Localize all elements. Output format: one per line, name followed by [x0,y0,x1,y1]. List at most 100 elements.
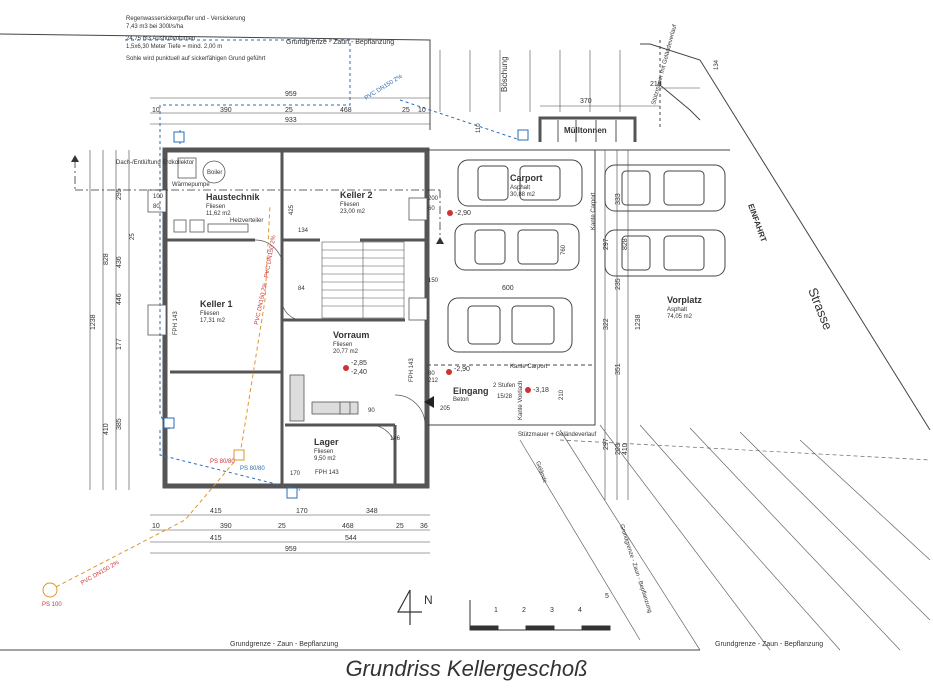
dim-bot-544: 544 [345,535,357,542]
room-vorplatz-area: 74,05 m2 [667,314,693,320]
garden-lines [519,424,931,651]
dim-top-25b: 25 [402,107,410,114]
retaining-wall-mid: Stützmauer + Geländeverlauf [518,432,597,438]
room-haustechnik-floor: Fliesen [206,204,225,210]
kante-vordach: Kante Vordach [518,381,524,420]
dim-left-446: 446 [116,293,123,305]
dim-left-295: 295 [116,188,123,200]
car-5 [604,229,726,277]
dim-top-468: 468 [340,107,352,114]
pipe-label-2: PVC DN150 2% [254,281,269,325]
dim-60: 60 [428,206,435,212]
level-1: -2,90 [455,210,471,217]
equip-boiler: Boiler [207,170,222,176]
room-vorplatz-floor: Asphalt [667,307,687,313]
entrance-arrow [424,396,434,408]
room-eingang-floor: Beton [453,397,469,403]
dim-84: 84 [298,286,305,292]
rainwater-shafts [163,129,529,499]
scale-tick-2: 2 [522,607,526,614]
dim-bot-170: 170 [296,508,308,515]
sewer-pipes [49,204,271,591]
pipe-label-1: PVC DN150 2% [364,73,404,101]
boundary-label-top: Grundgrenze - Zaun - Bepflanzung [286,39,394,46]
boundary-label-bottom-right: Grundgrenze - Zaun - Bepflanzung [715,641,823,648]
dim-110: 110 [476,123,482,133]
car-3 [447,297,573,353]
boundary-right: Grundgrenze - Zaun - Bepflanzung [618,524,652,614]
fph-1: FPH 143 [173,311,179,335]
scale-tick-5: 5 [605,593,609,600]
dim-80: 80 [428,371,435,377]
slope-label: Böschung [500,56,509,92]
equipment-symbols [173,157,249,233]
dim-top-total: 959 [285,91,297,98]
dim-bot-348: 348 [366,508,378,515]
room-carport-name: Carport [510,173,543,183]
dim-146: 146 [390,436,401,442]
windows [147,189,428,336]
level-2: -2,85 [351,360,367,367]
room-carport-floor: Asphalt [510,185,530,191]
north-label: N [424,593,433,607]
pipe-label-3: PVC DN150 2% [264,234,277,278]
car-1 [457,159,583,207]
dim-left-436: 436 [116,256,123,268]
scale-tick-1: 1 [494,607,498,614]
stairs [321,241,405,319]
equip-waermepumpe: Wärmepumpe [172,182,210,188]
dim-bot-36: 36 [420,523,428,530]
room-keller2-name: Keller 2 [340,190,373,200]
room-keller1-area: 17,31 m2 [200,318,226,324]
dim-right-134: 134 [714,59,720,70]
stairs-label: 2 Stufen [493,383,515,389]
dim-90: 90 [368,408,375,414]
dim-bot-25b: 25 [396,523,404,530]
dim-134: 134 [298,228,309,234]
terrain-label: Gelände [534,461,548,485]
shaft-label-2: PS 80/80 [240,466,265,472]
room-lager-floor: Fliesen [314,449,333,455]
dim-205: 205 [440,406,451,412]
scale-bar [469,600,611,631]
dim-right-203: 203 [615,443,622,455]
dim-left-177: 177 [116,338,123,350]
room-vorplatz-name: Vorplatz [667,295,702,305]
site-outline [0,33,931,651]
driveway-label: EINFAHRT [746,203,768,244]
dim-right-410: 410 [622,443,629,455]
regen-line-4: Sohle wird punktuell auf sickerfähigen G… [126,56,266,62]
north-arrow [396,589,422,625]
dim-top-10-left: 10 [152,107,160,114]
dim-bot-390: 390 [220,523,232,530]
room-keller2-area: 23,00 m2 [340,209,366,215]
room-vorraum-floor: Fliesen [333,342,352,348]
boundary-label-bottom: Grundgrenze - Zaun - Bepflanzung [230,641,338,648]
room-eingang-name: Eingang [453,386,489,396]
level-5: -3,18 [533,387,549,394]
dim-right-828: 828 [622,238,629,250]
dim-right-1238: 1238 [635,314,642,330]
interior-walls [165,152,427,486]
room-haustechnik-name: Haustechnik [206,192,261,202]
dim-212: 212 [428,378,439,384]
shelves [289,374,359,422]
level-4: -2,90 [454,366,470,373]
drain-label: Dach-/Entlüftung Erdkollektor [116,160,194,166]
fph-3: FPH 143 [315,470,339,476]
room-vorraum-area: 20,77 m2 [333,349,359,355]
room-keller1-name: Keller 1 [200,299,233,309]
stairs-dim: 15/28 [497,394,513,400]
dim-600: 600 [502,285,514,292]
dim-right-351: 351 [615,363,622,375]
shaft-label-1: PS 80/80 [210,459,235,465]
room-lager-area: 9,50 m2 [314,456,336,462]
regen-line-1: 7,43 m3 bei 300l/s/ha [126,24,184,30]
dim-425: 425 [289,204,295,215]
bins-label: Mülltonnen [564,126,607,135]
dim-right-219: 219 [650,81,662,88]
bottom-dimension-lines [150,514,430,554]
room-lager-name: Lager [314,437,339,447]
bin-dividers [557,120,617,142]
